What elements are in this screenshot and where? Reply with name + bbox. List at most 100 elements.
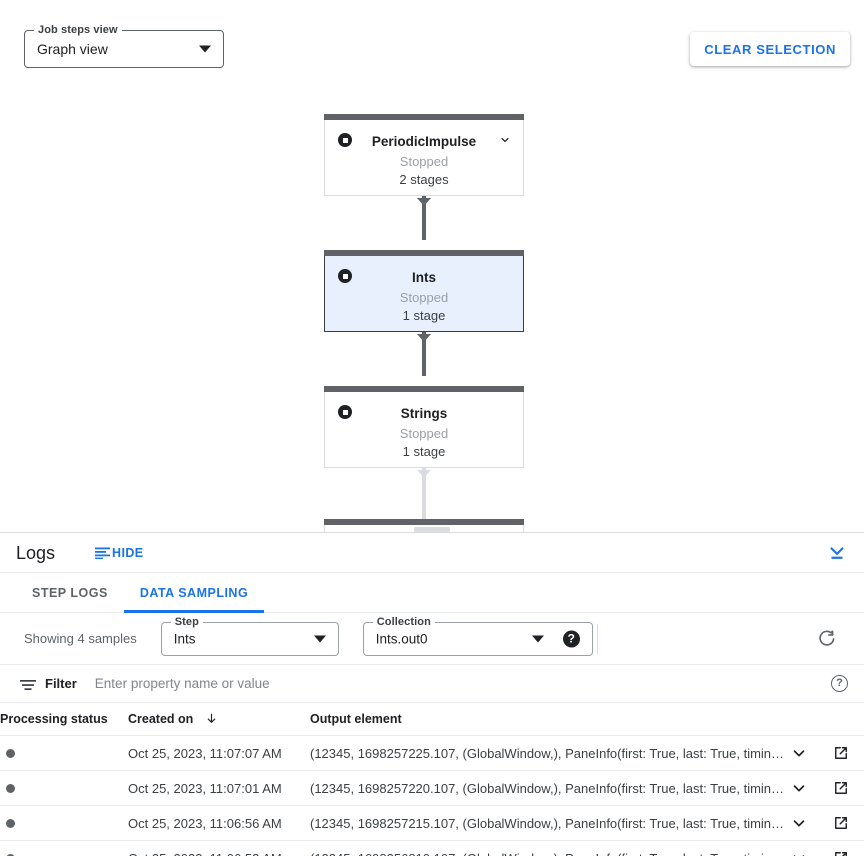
list-lines-icon [95, 547, 111, 559]
node-top-bar [324, 114, 524, 120]
status-dot-icon [6, 818, 15, 828]
stop-status-icon [338, 405, 352, 419]
chevron-down-icon[interactable] [313, 635, 326, 642]
job-steps-view-select[interactable]: Job steps view Graph view [24, 23, 224, 68]
step-select[interactable]: Step Ints [160, 614, 339, 656]
expand-row-chevron-down-icon[interactable] [790, 849, 808, 856]
step-select-field[interactable]: Step Ints [160, 614, 339, 656]
status-dot-icon [6, 748, 15, 758]
logs-panel-drag-handle[interactable] [414, 527, 450, 532]
node-stages: 1 stage [402, 444, 446, 459]
samples-table-body: Oct 25, 2023, 11:07:07 AM (12345, 169825… [0, 735, 864, 856]
graph-edge-1 [422, 196, 426, 240]
row-created-on: Oct 25, 2023, 11:07:07 AM [128, 735, 310, 771]
row-actions [788, 735, 864, 771]
tab-step-logs[interactable]: STEP LOGS [16, 573, 124, 612]
sort-descending-icon[interactable] [205, 712, 218, 725]
row-output-element: (12345, 1698256810.107, (GlobalWindow,),… [310, 840, 788, 856]
stop-status-icon [338, 133, 352, 147]
table-row[interactable]: Oct 25, 2023, 11:07:07 AM (12345, 169825… [0, 735, 864, 771]
collapse-panel-icon[interactable] [826, 542, 848, 564]
expand-row-chevron-down-icon[interactable] [790, 744, 808, 762]
row-status [0, 805, 128, 841]
table-header-row: Processing status Created on Output elem… [0, 703, 864, 736]
column-header-created-on[interactable]: Created on [128, 703, 310, 736]
expand-row-chevron-down-icon[interactable] [790, 779, 808, 797]
row-status [0, 735, 128, 771]
open-in-new-icon[interactable] [832, 814, 850, 832]
step-select-value: Ints [173, 631, 196, 646]
row-created-on: Oct 25, 2023, 11:06:56 AM [128, 805, 310, 841]
row-status [0, 770, 128, 806]
row-actions [788, 840, 864, 856]
row-status [0, 840, 128, 856]
node-status: Stopped [399, 426, 449, 441]
graph-edge-3 [422, 468, 426, 522]
graph-node-strings[interactable]: Strings Stopped 1 stage [324, 386, 524, 468]
job-steps-view-field[interactable]: Job steps view Graph view [24, 23, 224, 68]
help-icon[interactable]: ? [562, 630, 580, 647]
samples-table-head: Processing status Created on Output elem… [0, 703, 864, 736]
column-header-processing-status[interactable]: Processing status [0, 703, 128, 736]
samples-table: Processing status Created on Output elem… [0, 703, 864, 856]
status-dot-icon [6, 783, 15, 793]
table-row[interactable]: Oct 25, 2023, 11:06:52 AM (12345, 169825… [0, 840, 864, 856]
graph-node-periodicimpulse[interactable]: PeriodicImpulse Stopped 2 stages [324, 114, 524, 196]
job-steps-view-value: Graph view [37, 41, 108, 57]
collection-select[interactable]: Collection Ints.out0 ? [362, 614, 593, 656]
showing-samples-text: Showing 4 samples [24, 631, 137, 646]
graph-edge-arrow-2 [417, 334, 431, 342]
chevron-down-icon[interactable] [199, 45, 211, 53]
filter-label: Filter [45, 676, 77, 691]
row-created-on: Oct 25, 2023, 11:06:52 AM [128, 840, 310, 856]
collection-select-value: Ints.out0 [375, 631, 428, 646]
logs-panel: Logs HIDE STEP [0, 527, 864, 856]
logs-tabs: STEP LOGS DATA SAMPLING [0, 573, 864, 613]
node-stages: 2 stages [399, 172, 449, 187]
row-output-element: (12345, 1698257215.107, (GlobalWindow,),… [310, 805, 788, 841]
job-steps-view-label: Job steps view [34, 23, 122, 37]
node-title: Ints [411, 270, 436, 285]
node-title: Strings [400, 406, 448, 421]
chevron-down-icon[interactable] [498, 133, 512, 147]
graph-node-ints[interactable]: Ints Stopped 1 stage [324, 250, 524, 332]
node-status: Stopped [399, 290, 449, 305]
status-dot-icon [6, 853, 15, 856]
refresh-icon[interactable] [816, 628, 838, 650]
graph-edge-arrow-1 [417, 198, 431, 206]
collection-select-label: Collection [372, 614, 435, 629]
hide-logs-button[interactable]: HIDE [89, 545, 149, 561]
stop-status-icon [338, 269, 352, 283]
node-top-bar [324, 250, 524, 256]
row-output-element: (12345, 1698257220.107, (GlobalWindow,),… [310, 770, 788, 806]
graph-edge-arrow-3 [417, 470, 431, 478]
collection-select-field[interactable]: Collection Ints.out0 ? [362, 614, 593, 656]
expand-row-chevron-down-icon[interactable] [790, 814, 808, 832]
filter-input[interactable] [92, 675, 823, 692]
open-in-new-icon[interactable] [832, 779, 850, 797]
chevron-down-icon[interactable] [531, 635, 544, 642]
node-title: PeriodicImpulse [371, 134, 477, 149]
open-in-new-icon[interactable] [832, 849, 850, 856]
filter-bar[interactable]: Filter ? [0, 665, 864, 703]
row-actions [788, 770, 864, 806]
table-row[interactable]: Oct 25, 2023, 11:07:01 AM (12345, 169825… [0, 770, 864, 806]
row-output-element: (12345, 1698257225.107, (GlobalWindow,),… [310, 735, 788, 771]
step-select-label: Step [170, 614, 203, 629]
help-icon[interactable]: ? [831, 675, 848, 692]
column-header-actions [788, 703, 864, 736]
node-stages: 1 stage [402, 308, 446, 323]
column-header-created-on-label: Created on [128, 712, 194, 726]
node-status: Stopped [399, 154, 449, 169]
table-row[interactable]: Oct 25, 2023, 11:06:56 AM (12345, 169825… [0, 805, 864, 841]
graph-node-partial-top-bar [324, 519, 524, 525]
hide-logs-label: HIDE [112, 545, 144, 560]
job-graph-canvas[interactable]: Job steps view Graph view CLEAR SELECTIO… [0, 0, 864, 532]
open-in-new-icon[interactable] [832, 744, 850, 762]
controls-divider [597, 624, 598, 654]
logs-title: Logs [16, 542, 56, 563]
clear-selection-button[interactable]: CLEAR SELECTION [690, 32, 850, 66]
tab-data-sampling[interactable]: DATA SAMPLING [123, 573, 265, 613]
column-header-output-element[interactable]: Output element [310, 703, 788, 736]
